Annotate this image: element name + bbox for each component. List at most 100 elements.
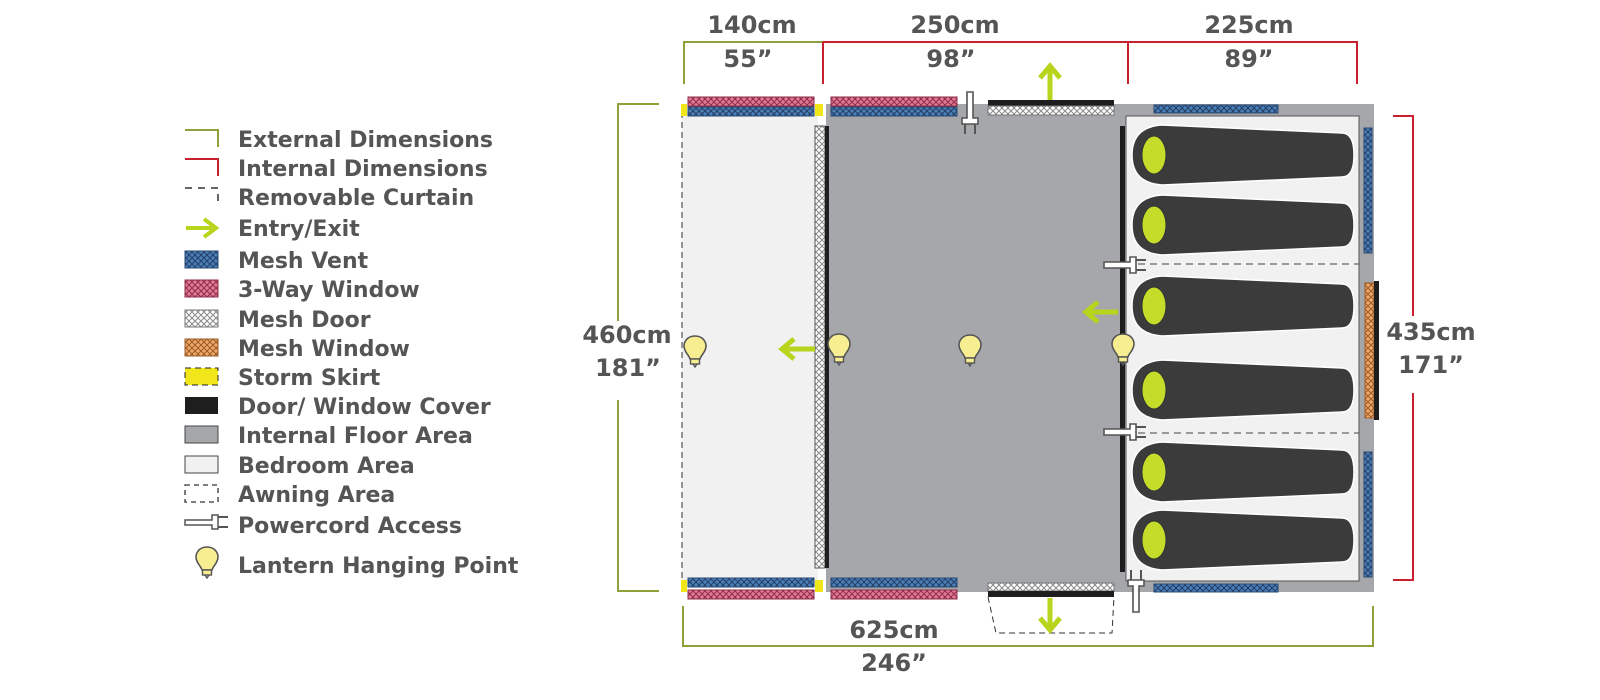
legend-label: Awning Area — [238, 483, 395, 508]
mesh-door — [987, 582, 1115, 592]
legend-item-internal-floor-area: Internal Floor Area — [184, 424, 473, 449]
sleeping-bag — [1131, 124, 1355, 186]
dimension-lines — [617, 41, 1414, 647]
legend-label: Mesh Vent — [238, 249, 369, 274]
mesh-vent — [830, 106, 958, 117]
window-swatch — [184, 279, 219, 298]
mesh-vent — [1153, 104, 1279, 114]
arrow-icon — [1082, 300, 1118, 324]
three-way-window — [687, 96, 815, 107]
mesh-vent-swatch — [184, 250, 219, 269]
legend-item-3-way-window: 3-Way Window — [184, 278, 420, 303]
bedroom-area — [1125, 115, 1360, 582]
right-internal-dimension-line — [1393, 115, 1414, 581]
dimension-labels: 140cm 55” 250cm 98” 225cm 89” 460cm 181”… — [582, 11, 1475, 677]
curtain-swatch — [185, 187, 219, 206]
mesh-door-swatch — [184, 309, 219, 328]
legend-item-removable-curtain: Removable Curtain — [185, 186, 474, 211]
door-cover — [988, 100, 1114, 106]
porch-door-cover — [825, 126, 829, 568]
arrow-icon — [186, 217, 220, 239]
storm-skirt — [815, 104, 823, 116]
plug-icon — [1127, 570, 1145, 613]
mesh-door — [987, 105, 1115, 116]
cover-swatch — [185, 397, 218, 414]
internal-dimension-swatch — [185, 158, 219, 176]
legend-item-awning-area: Awning Area — [184, 483, 395, 508]
dimension-label: 225cm — [1204, 11, 1293, 39]
legend: External Dimensions Internal Dimensions … — [184, 128, 519, 579]
legend-item-mesh-door: Mesh Door — [184, 308, 371, 333]
window-cover — [1374, 281, 1379, 420]
dimension-label: 55” — [723, 45, 772, 73]
legend-label: 3-Way Window — [238, 278, 420, 303]
door-cover — [988, 591, 1114, 597]
mesh-window — [1364, 282, 1375, 419]
dimension-label: 140cm — [707, 11, 796, 39]
legend-item-bedroom-area: Bedroom Area — [184, 454, 415, 479]
sleeping-bag — [1131, 194, 1355, 256]
mesh-vent — [1153, 583, 1279, 593]
sleeping-bag — [1131, 359, 1355, 421]
sleeping-bag — [1131, 441, 1355, 503]
mesh-vent — [1363, 451, 1373, 578]
dimension-label: 181” — [595, 354, 661, 382]
legend-label: Powercord Access — [238, 514, 462, 539]
dimension-label: 98” — [926, 45, 975, 73]
power-cord-access — [961, 91, 1147, 613]
legend-item-internal-dimensions: Internal Dimensions — [185, 157, 488, 182]
arrow-icon — [1038, 598, 1062, 634]
three-way-window — [687, 589, 815, 600]
storm-skirt — [681, 104, 687, 116]
legend-item-storm-skirt: Storm Skirt — [184, 366, 381, 391]
legend-label: Bedroom Area — [238, 454, 415, 479]
dimension-label: 171” — [1398, 351, 1464, 379]
dimension-label: 250cm — [910, 11, 999, 39]
plug-icon — [184, 514, 228, 530]
legend-item-powercord-access: Powercord Access — [184, 514, 462, 539]
dimension-label: 460cm — [582, 321, 671, 349]
mesh-vent — [830, 577, 958, 588]
awning-swatch — [184, 484, 219, 503]
legend-label: Internal Floor Area — [238, 424, 473, 449]
awning-area — [987, 596, 1115, 634]
external-dimension-swatch — [185, 129, 219, 147]
dimension-label: 89” — [1224, 45, 1273, 73]
entry-arrows — [778, 62, 1118, 634]
legend-label: Entry/Exit — [238, 217, 360, 242]
legend-label: Removable Curtain — [238, 186, 474, 211]
storm-skirt — [815, 580, 823, 592]
legend-item-mesh-vent: Mesh Vent — [184, 249, 369, 274]
legend-label: External Dimensions — [238, 128, 493, 153]
legend-label: Storm Skirt — [238, 366, 381, 391]
arrow-icon — [1038, 62, 1062, 100]
bottom-external-dimension-line — [682, 606, 1374, 647]
mesh-vent — [1363, 127, 1373, 254]
left-external-dimension-line — [617, 103, 659, 592]
dimension-label: 435cm — [1386, 318, 1475, 346]
top-external-dimension-line — [683, 41, 823, 84]
three-way-window — [830, 589, 958, 600]
legend-item-door-window-cover: Door/ Window Cover — [185, 395, 491, 420]
tent — [681, 96, 1379, 634]
mesh-window-swatch — [184, 338, 219, 357]
legend-label: Mesh Door — [238, 308, 371, 333]
three-way-window — [830, 96, 958, 107]
bulb-icon — [195, 546, 219, 579]
legend-item-mesh-window: Mesh Window — [184, 337, 410, 362]
floor-swatch — [184, 425, 219, 444]
top-internal-dimension-line — [822, 41, 1358, 84]
arrow-icon — [778, 337, 815, 361]
storm-skirt-swatch — [184, 367, 219, 386]
sleeping-bag — [1131, 509, 1355, 571]
bedroom-swatch — [184, 455, 219, 474]
legend-item-entry-exit: Entry/Exit — [186, 217, 360, 242]
mesh-vent — [687, 577, 815, 588]
dimension-label: 246” — [861, 649, 927, 677]
legend-item-lantern-hanging-point: Lantern Hanging Point — [195, 546, 519, 579]
legend-label: Internal Dimensions — [238, 157, 488, 182]
dimension-label: 625cm — [849, 616, 938, 644]
storm-skirt — [681, 580, 687, 592]
legend-label: Lantern Hanging Point — [238, 554, 519, 579]
sleeping-bag — [1131, 275, 1355, 337]
